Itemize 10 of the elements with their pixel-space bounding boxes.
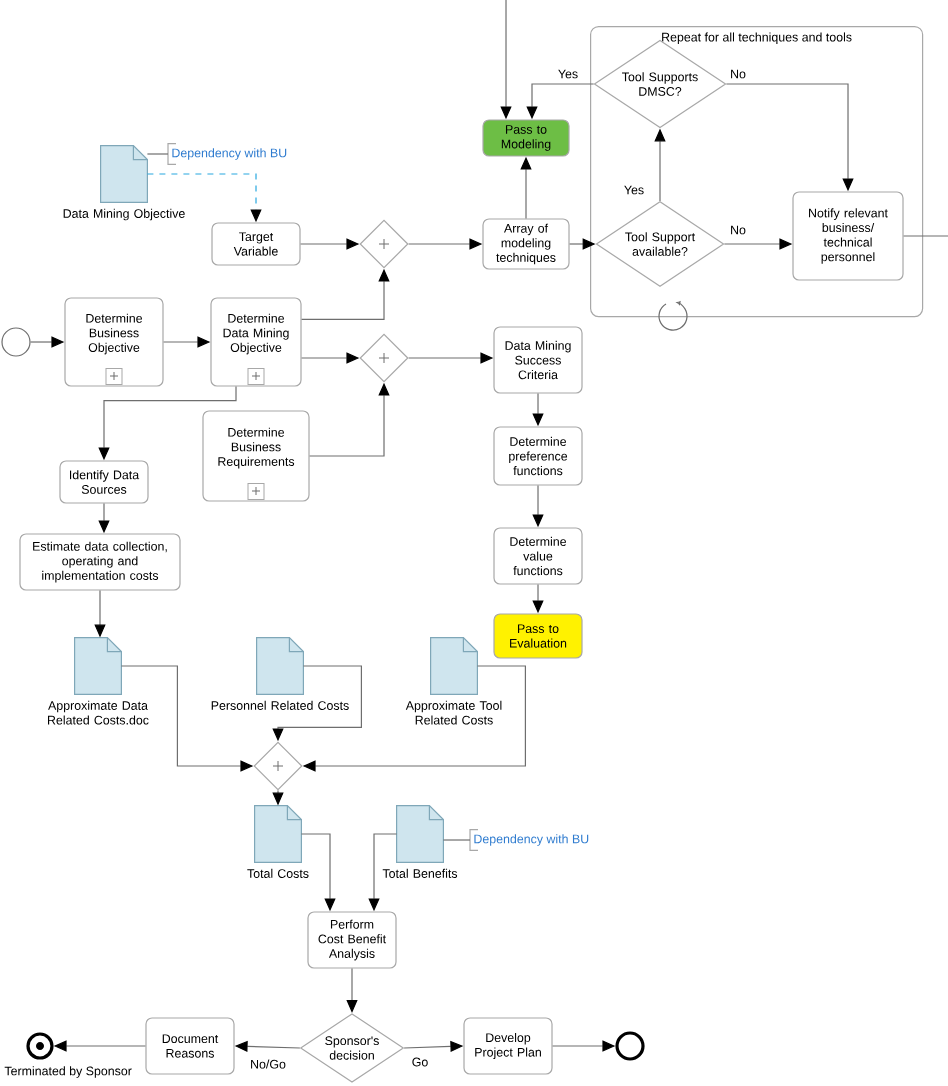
- connector-line: [442, 839, 471, 841]
- start-event-circle: [1, 327, 31, 357]
- arrow: [346, 968, 358, 1013]
- gateway-diamond: [359, 219, 409, 269]
- connector-line: [146, 153, 169, 155]
- connector-line: [903, 235, 948, 237]
- gateway-diamond: [253, 741, 303, 791]
- end-event-circle: [26, 1032, 54, 1060]
- end-event-circle: [615, 1031, 645, 1061]
- gateway-diamond: [359, 333, 409, 383]
